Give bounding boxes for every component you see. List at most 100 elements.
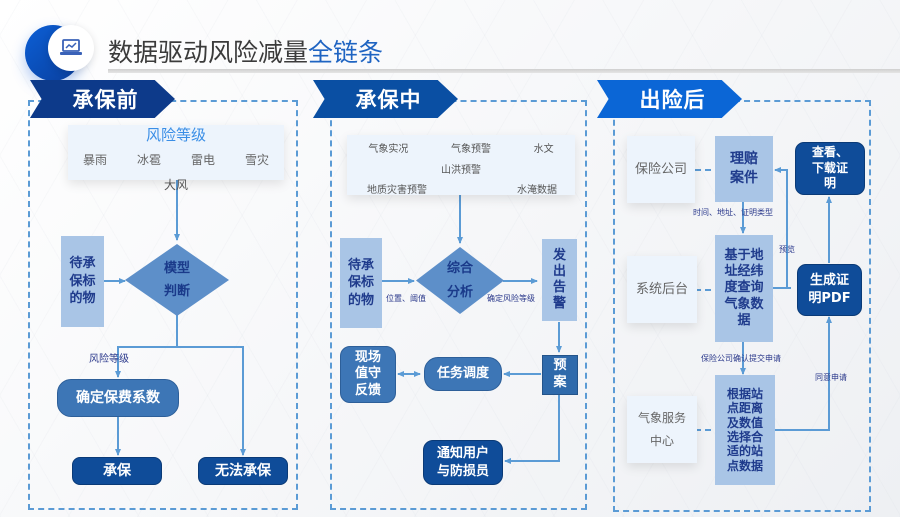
feedback-line2: 值守: [354, 366, 381, 382]
source-geohazard: 地质灾害预警: [367, 185, 427, 196]
model-decision-diamond: 模型 判断: [125, 244, 229, 316]
edge-label-determine-level: 确定风险等级: [487, 294, 535, 303]
model-decision-line1: 模型: [163, 260, 190, 276]
select-station-data: 根据站 点距离 及数值 选择合 适的站 点数据: [715, 375, 775, 485]
risk-type-wind: 大风: [164, 178, 189, 192]
analysis-diamond: 综合 分析: [416, 247, 504, 314]
page-title: 数据驱动风险减量全链条: [108, 33, 383, 69]
notify-users: 通知用户 与防损员: [423, 440, 503, 485]
claim-line2: 案件: [730, 170, 758, 186]
weather-center-line1: 气象服务: [637, 410, 686, 425]
accept-insurance: 承保: [72, 457, 162, 485]
risk-level-title: 风险等级: [145, 126, 206, 144]
subject-before-line3: 的物: [69, 291, 96, 307]
onsite-feedback: 现场 值守 反馈: [340, 346, 396, 403]
claim-line1: 理赔: [730, 151, 758, 168]
insurer-box: 保险公司: [627, 136, 695, 203]
backend-label: 系统后台: [635, 281, 688, 297]
view-line3: 明: [823, 176, 836, 191]
plan-line1: 预: [553, 358, 567, 374]
title-accent: 全链条: [308, 38, 384, 67]
risk-type-rainstorm: 暴雨: [82, 153, 107, 167]
issue-alert: 发 出 告 警: [542, 239, 577, 321]
station-line4: 选择合: [726, 430, 763, 444]
subject-during-line1: 待承: [347, 257, 374, 273]
laptop-chart-icon: [48, 25, 94, 71]
query-line1: 基于地: [724, 247, 764, 263]
station-line2: 点距离: [726, 401, 763, 416]
risk-type-snow: 雪灾: [244, 153, 269, 167]
generate-line2: 明PDF: [808, 291, 851, 306]
edge-label-insurer-confirm: 保险公司确认提交申请: [701, 354, 781, 363]
contingency-plan: 预 案: [542, 355, 578, 395]
source-weather-live: 气象实况: [368, 144, 409, 155]
query-line2: 址经纬: [724, 264, 764, 280]
alert-line1: 发: [552, 247, 566, 263]
insurer-label: 保险公司: [634, 161, 687, 177]
title-main: 数据驱动风险减量: [108, 38, 309, 67]
section-during-frame: [330, 100, 587, 510]
query-line5: 据: [737, 312, 751, 328]
task-dispatch: 任务调度: [424, 357, 502, 391]
generate-certificate-pdf: 生成证 明PDF: [797, 264, 862, 316]
risk-type-thunder: 雷电: [190, 153, 215, 167]
backend-box: 系统后台: [627, 256, 697, 323]
data-sources-row2: 山洪预警: [347, 161, 575, 176]
model-decision-label: 模型 判断: [125, 244, 229, 316]
station-line1: 根据站: [726, 386, 763, 401]
banner-after-label: 出险后: [639, 88, 706, 112]
banner-before-label: 承保前: [72, 88, 139, 112]
claim-case: 理赔 案件: [715, 136, 773, 202]
alert-line4: 警: [552, 296, 566, 312]
reject-insurance: 无法承保: [198, 457, 288, 485]
banner-during-label: 承保中: [355, 88, 422, 112]
query-line3: 度查询: [724, 280, 764, 296]
edge-label-position-threshold: 位置、阈值: [386, 294, 426, 303]
banner-after: 出险后: [597, 80, 742, 118]
analysis-line2: 分析: [446, 284, 473, 300]
source-flash-flood: 山洪预警: [441, 165, 481, 176]
analysis-label: 综合 分析: [416, 247, 504, 314]
risk-types-row: 暴雨 冰雹 雷电 雪灾: [68, 151, 284, 168]
data-sources-panel: 气象实况 气象预警 水文 山洪预警 地质灾害预警 水淹数据: [347, 135, 575, 196]
view-line2: 下载证: [811, 160, 848, 175]
analysis-line1: 综合: [446, 261, 473, 277]
alert-line3: 告: [552, 280, 566, 295]
subject-before-line2: 保标: [69, 273, 96, 289]
subject-before: 待承 保标 的物: [61, 236, 104, 327]
query-line4: 气象数: [724, 296, 764, 312]
accept-label: 承保: [103, 462, 131, 479]
station-line6: 点数据: [726, 458, 763, 473]
plan-line2: 案: [553, 375, 567, 390]
source-hydrology: 水文: [533, 144, 554, 155]
banner-during: 承保中: [313, 80, 458, 118]
source-weather-warning: 气象预警: [450, 144, 491, 155]
alert-line2: 出: [552, 263, 566, 279]
data-sources-row3: 地质灾害预警 水淹数据: [367, 181, 557, 196]
feedback-line3: 反馈: [354, 382, 381, 398]
title-underline: [108, 69, 900, 73]
determine-premium-coefficient: 确定保费系数: [57, 379, 179, 417]
query-weather-data: 基于地 址经纬 度查询 气象数 据: [715, 235, 773, 342]
notify-line1: 通知用户: [436, 445, 489, 461]
coefficient-label: 确定保费系数: [76, 389, 160, 406]
reject-label: 无法承保: [215, 462, 271, 479]
risk-level-panel: 风险等级 暴雨 冰雹 雷电 雪灾: [68, 125, 284, 180]
station-line3: 及数值: [726, 415, 763, 430]
risk-type-hail: 冰雹: [136, 153, 161, 167]
subject-during-line3: 的物: [347, 292, 374, 308]
section-after-frame: [613, 100, 871, 512]
view-download-certificate: 查看、 下载证 明: [795, 142, 865, 195]
weather-center-line2: 中心: [649, 433, 674, 448]
subject-before-line1: 待承: [69, 256, 96, 272]
source-flood-data: 水淹数据: [517, 185, 557, 196]
generate-line1: 生成证: [809, 273, 849, 289]
edge-label-risk-level: 风险等级: [89, 354, 129, 365]
edge-label-claim-info: 时间、地址、证明类型: [693, 208, 773, 217]
view-line1: 查看、: [811, 145, 848, 160]
data-sources-row1: 气象实况 气象预警 水文: [347, 140, 575, 155]
dispatch-label: 任务调度: [436, 366, 489, 382]
edge-label-preview: 预览: [779, 245, 795, 254]
model-decision-line2: 判断: [163, 284, 190, 299]
edge-label-agree: 同意申请: [815, 373, 847, 382]
